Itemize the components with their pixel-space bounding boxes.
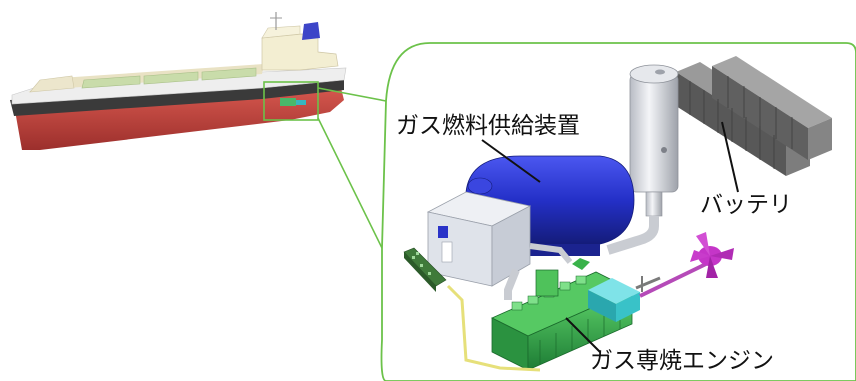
cargo-hatches xyxy=(81,67,257,89)
ship-superstructure xyxy=(261,33,339,71)
vertical-vessel xyxy=(606,64,679,255)
power-cable xyxy=(446,284,541,372)
label-gas-engine: ガス専焼エンジン xyxy=(590,348,774,374)
control-panel xyxy=(403,247,447,292)
propeller xyxy=(635,232,734,298)
ship-forecastle xyxy=(29,75,75,93)
label-battery: バッテリ xyxy=(700,192,792,218)
ship-hull-red xyxy=(14,84,344,150)
ship-illustration xyxy=(10,12,347,150)
label-gas-fuel-supply: ガス燃料供給装置 xyxy=(396,113,580,139)
callout-connectors xyxy=(317,87,387,249)
pointer-lines xyxy=(481,121,739,353)
battery-bank xyxy=(676,56,832,176)
ship-funnel xyxy=(302,22,320,40)
generator-unit xyxy=(588,278,640,322)
gas-supply-unit xyxy=(426,191,573,300)
